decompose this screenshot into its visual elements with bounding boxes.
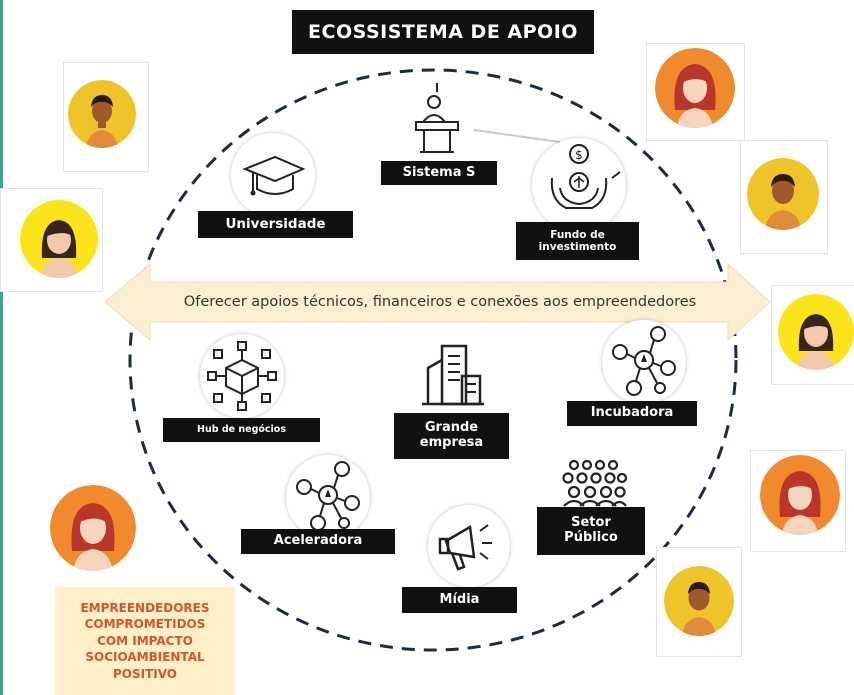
media-icon-circle <box>428 505 510 587</box>
woman-red-hair-avatar-icon <box>760 455 840 535</box>
investment-fund-icon: $ <box>550 144 621 209</box>
network-cube-icon <box>207 341 277 411</box>
graduation-icon-circle <box>231 133 315 217</box>
hub-label: Hub de negócios <box>163 418 320 442</box>
entrepreneurs-caption: EMPREENDEDORES COMPROMETIDOS COM IMPACTO… <box>55 587 235 695</box>
caption-line4: SOCIOAMBIENTAL <box>85 650 205 665</box>
woman-avatar-icon <box>778 294 854 370</box>
podium-icon <box>415 83 459 153</box>
accelerator-icon-circle <box>286 455 370 539</box>
accelerator-network-icon <box>296 461 360 531</box>
grande-empresa-label: Grande empresa <box>394 413 509 459</box>
woman-red-hair-avatar-icon <box>655 48 735 128</box>
left-border-line <box>0 0 3 695</box>
caption-line2: COMPROMETIDOS <box>84 617 206 632</box>
universidade-label: Universidade <box>198 211 353 238</box>
page-title: ECOSSISTEMA DE APOIO <box>292 10 594 54</box>
avatar-man-2 <box>747 158 819 230</box>
graduation-cap-icon <box>242 155 306 196</box>
setor-publico-label: Setor Público <box>537 507 645 555</box>
caption-line5: POSITIVO <box>112 666 177 681</box>
hub-icon-circle <box>200 334 284 418</box>
aceleradora-label: Aceleradora <box>241 529 395 554</box>
podium-icon-circle <box>398 80 476 158</box>
setor-label-line2: Público <box>564 530 618 545</box>
woman-red-hair-avatar-icon <box>50 485 136 571</box>
incubator-icon-circle <box>602 320 686 404</box>
fundo-label: Fundo de investimento <box>516 222 639 260</box>
sistema-s-label: Sistema S <box>381 161 497 185</box>
man-avatar-icon <box>68 80 136 148</box>
avatar-man-1 <box>68 80 136 148</box>
avatar-man-3 <box>664 566 734 636</box>
grande-label-line2: empresa <box>419 435 484 450</box>
woman-avatar-icon <box>20 200 98 278</box>
man-avatar-icon <box>664 566 734 636</box>
fundo-label-line2: investimento <box>538 241 617 253</box>
setor-label-line1: Setor <box>571 515 611 531</box>
caption-line1: EMPREENDEDORES <box>80 600 210 615</box>
banner-text: Oferecer apoios técnicos, financeiros e … <box>183 294 697 310</box>
svg-text:$: $ <box>575 148 583 162</box>
fundo-label-line1: Fundo de <box>550 228 605 241</box>
incubadora-label: Incubadora <box>567 401 697 426</box>
investment-icon-circle: $ <box>532 138 626 232</box>
avatar-woman-3 <box>778 294 854 370</box>
incubator-network-icon <box>612 326 676 396</box>
avatar-woman-4 <box>760 455 840 535</box>
caption-line3: COM IMPACTO <box>97 633 193 648</box>
avatar-entrepreneur <box>50 485 136 571</box>
grande-label-line1: Grande <box>424 420 479 436</box>
crowd-icon <box>562 459 628 507</box>
man-avatar-icon <box>747 158 819 230</box>
avatar-woman-2 <box>655 48 735 128</box>
midia-label: Mídia <box>402 587 517 613</box>
avatar-woman-1 <box>20 200 98 278</box>
megaphone-icon <box>438 524 492 571</box>
buildings-icon <box>422 344 484 406</box>
